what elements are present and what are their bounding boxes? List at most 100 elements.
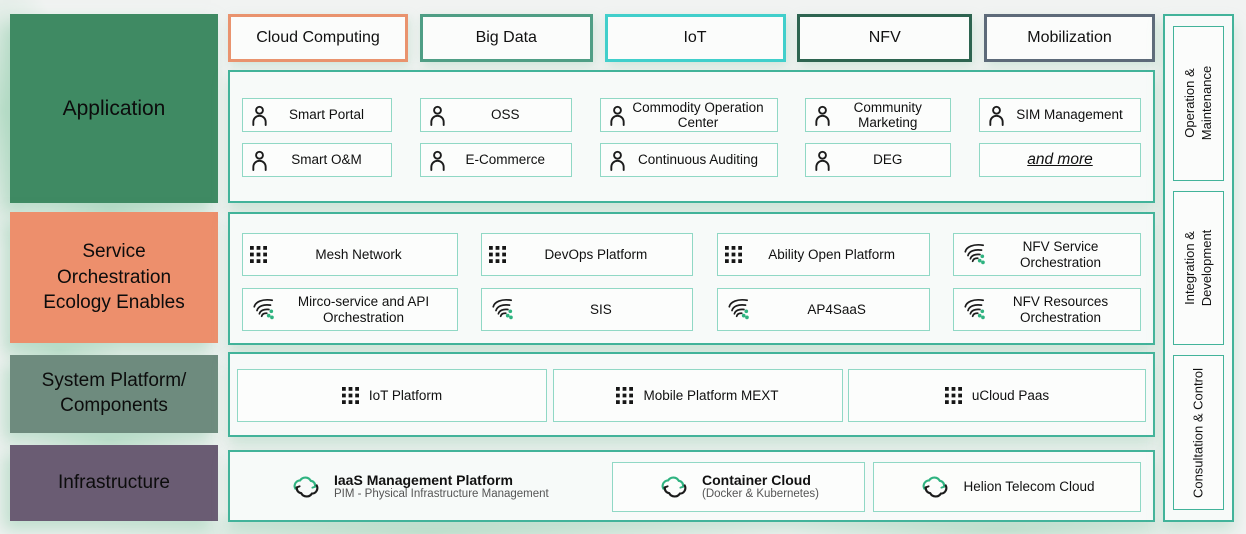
app-item-oss: OSS	[419, 98, 572, 132]
infra-item-helion-telecom-cloud: Helion Telecom Cloud	[873, 462, 1141, 512]
app-item-label: Community Marketing	[853, 99, 922, 130]
svc-item-label: Ability Open Platform	[768, 246, 896, 262]
person-icon	[813, 105, 832, 126]
svc-item-label: AP4SaaS	[807, 301, 866, 317]
grid-icon	[250, 246, 267, 263]
orchestration-icon	[489, 297, 516, 323]
svc-item-label: NFV Service Orchestration	[1019, 239, 1101, 270]
person-icon	[428, 150, 447, 171]
svc-item-ap4saas: AP4SaaS	[716, 288, 930, 331]
left-label-text: Application	[62, 96, 166, 120]
svc-item-label: Mirco-service and API Orchestration	[297, 294, 430, 325]
tag-label: IoT	[683, 29, 707, 46]
infrastructure-items-row: IaaS Management Platform PIM - Physical …	[230, 452, 1153, 522]
app-item-smart-portal: Smart Portal	[242, 98, 392, 132]
svc-item-label: SIS	[589, 301, 612, 317]
tag-nfv: NFV	[797, 14, 973, 62]
person-icon	[608, 105, 627, 126]
person-icon	[428, 105, 447, 126]
orchestration-icon	[250, 297, 277, 323]
app-item-label: E-Commerce	[465, 152, 545, 168]
person-icon	[813, 150, 832, 171]
tag-iot: IoT	[604, 14, 786, 62]
orchestration-icon	[961, 297, 988, 323]
infra-item-subtitle: (Docker & Kubernetes)	[702, 488, 819, 501]
infra-item-container-cloud: Container Cloud (Docker & Kubernetes)	[612, 462, 865, 512]
service-orchestration-section: Mesh Network DevOps Platform Ability Ope…	[228, 212, 1155, 345]
sys-item-ucloud-paas: uCloud Paas	[848, 369, 1146, 422]
tag-label: NFV	[868, 29, 901, 46]
sys-item-mobile-platform-mext: Mobile Platform MEXT	[552, 369, 843, 422]
left-label-text: System Platform/ Components	[41, 370, 187, 416]
app-item-label: SIM Management	[1016, 107, 1123, 123]
app-item-label: DEG	[873, 152, 903, 168]
right-label-operation-maintenance: Operation & Maintenance	[1173, 26, 1224, 181]
person-icon	[608, 150, 627, 171]
svc-item-sis: SIS	[481, 288, 694, 331]
infra-item-title: IaaS Management Platform	[334, 472, 513, 489]
app-item-label: Continuous Auditing	[637, 152, 759, 168]
svc-item-mesh-network: Mesh Network	[242, 233, 458, 276]
sys-item-label: IoT Platform	[368, 388, 443, 403]
right-label-text: Consultation & Control	[1190, 368, 1207, 498]
infrastructure-section: IaaS Management Platform PIM - Physical …	[228, 450, 1155, 522]
app-item-continuous-auditing: Continuous Auditing	[599, 143, 778, 177]
and-more-label: and more	[1027, 151, 1093, 169]
infra-item-title: Container Cloud	[702, 472, 811, 489]
svc-item-nfv-service-orchestration: NFV Service Orchestration	[952, 233, 1141, 276]
right-label-line: Maintenance	[1198, 66, 1214, 141]
right-label-consultation-control: Consultation & Control	[1173, 355, 1224, 511]
right-label-line: Consultation & Control	[1190, 367, 1206, 498]
grid-icon	[489, 246, 507, 263]
right-label-line: Integration &	[1181, 231, 1197, 305]
cloud-sync-icon	[658, 474, 690, 500]
right-label-text: Integration & Development	[1182, 230, 1216, 307]
app-item-deg: DEG	[805, 143, 952, 177]
sys-item-label: Mobile Platform MEXT	[643, 388, 779, 403]
tag-label: Big Data	[475, 29, 537, 46]
system-items-row: IoT Platform Mobile Platform MEXT uCloud…	[230, 354, 1153, 437]
svc-item-devops-platform: DevOps Platform	[481, 233, 694, 276]
tag-mobilization: Mobilization	[984, 14, 1155, 62]
app-item-smart-oandm: Smart O&M	[242, 143, 392, 177]
svc-item-label: NFV Resources Orchestration	[1012, 294, 1109, 325]
app-item-label: Smart Portal	[288, 107, 365, 123]
svc-item-label: Mesh Network	[315, 246, 402, 262]
tag-cloud-computing: Cloud Computing	[228, 14, 408, 62]
sys-item-iot-platform: IoT Platform	[237, 369, 547, 422]
service-items-grid: Mesh Network DevOps Platform Ability Ope…	[230, 214, 1153, 331]
left-label-service-orchestration: Service Orchestration Ecology Enables	[10, 212, 218, 343]
app-item-e-commerce: E-Commerce	[419, 143, 572, 177]
orchestration-icon	[961, 242, 988, 268]
app-item-label: OSS	[490, 107, 520, 123]
right-label-text: Operation & Maintenance	[1182, 66, 1216, 140]
svc-item-microservice-api-orchestration: Mirco-service and API Orchestration	[242, 288, 458, 331]
right-label-line: Development	[1198, 229, 1214, 307]
cloud-sync-icon	[919, 474, 951, 500]
right-label-integration-development: Integration & Development	[1173, 190, 1224, 346]
application-section: Smart Portal OSS Commodity Operation Cen…	[228, 70, 1155, 203]
grid-icon	[616, 387, 634, 404]
infra-item-title: Helion Telecom Cloud	[963, 479, 1095, 495]
tag-big-data: Big Data	[419, 14, 593, 62]
left-label-system-platform: System Platform/ Components	[10, 355, 218, 433]
orchestration-icon	[725, 297, 752, 323]
person-icon	[250, 105, 269, 126]
person-icon	[250, 150, 269, 171]
grid-icon	[724, 246, 742, 263]
tag-label: Mobilization	[1027, 29, 1112, 46]
svc-item-label: DevOps Platform	[544, 246, 648, 262]
app-item-sim-management: SIM Management	[979, 98, 1141, 132]
application-items-grid: Smart Portal OSS Commodity Operation Cen…	[230, 72, 1153, 177]
left-label-infrastructure: Infrastructure	[10, 445, 218, 521]
person-icon	[987, 105, 1006, 126]
infra-item-subtitle: PIM - Physical Infrastructure Management	[334, 488, 549, 501]
system-platform-section: IoT Platform Mobile Platform MEXT uCloud…	[228, 352, 1155, 437]
right-services-column: Operation & Maintenance Integration & De…	[1163, 14, 1234, 522]
left-label-text: Infrastructure	[58, 472, 170, 493]
cloud-sync-icon	[290, 474, 322, 500]
svc-item-ability-open-platform: Ability Open Platform	[716, 233, 930, 276]
grid-icon	[944, 387, 962, 404]
tag-label: Cloud Computing	[256, 29, 380, 46]
